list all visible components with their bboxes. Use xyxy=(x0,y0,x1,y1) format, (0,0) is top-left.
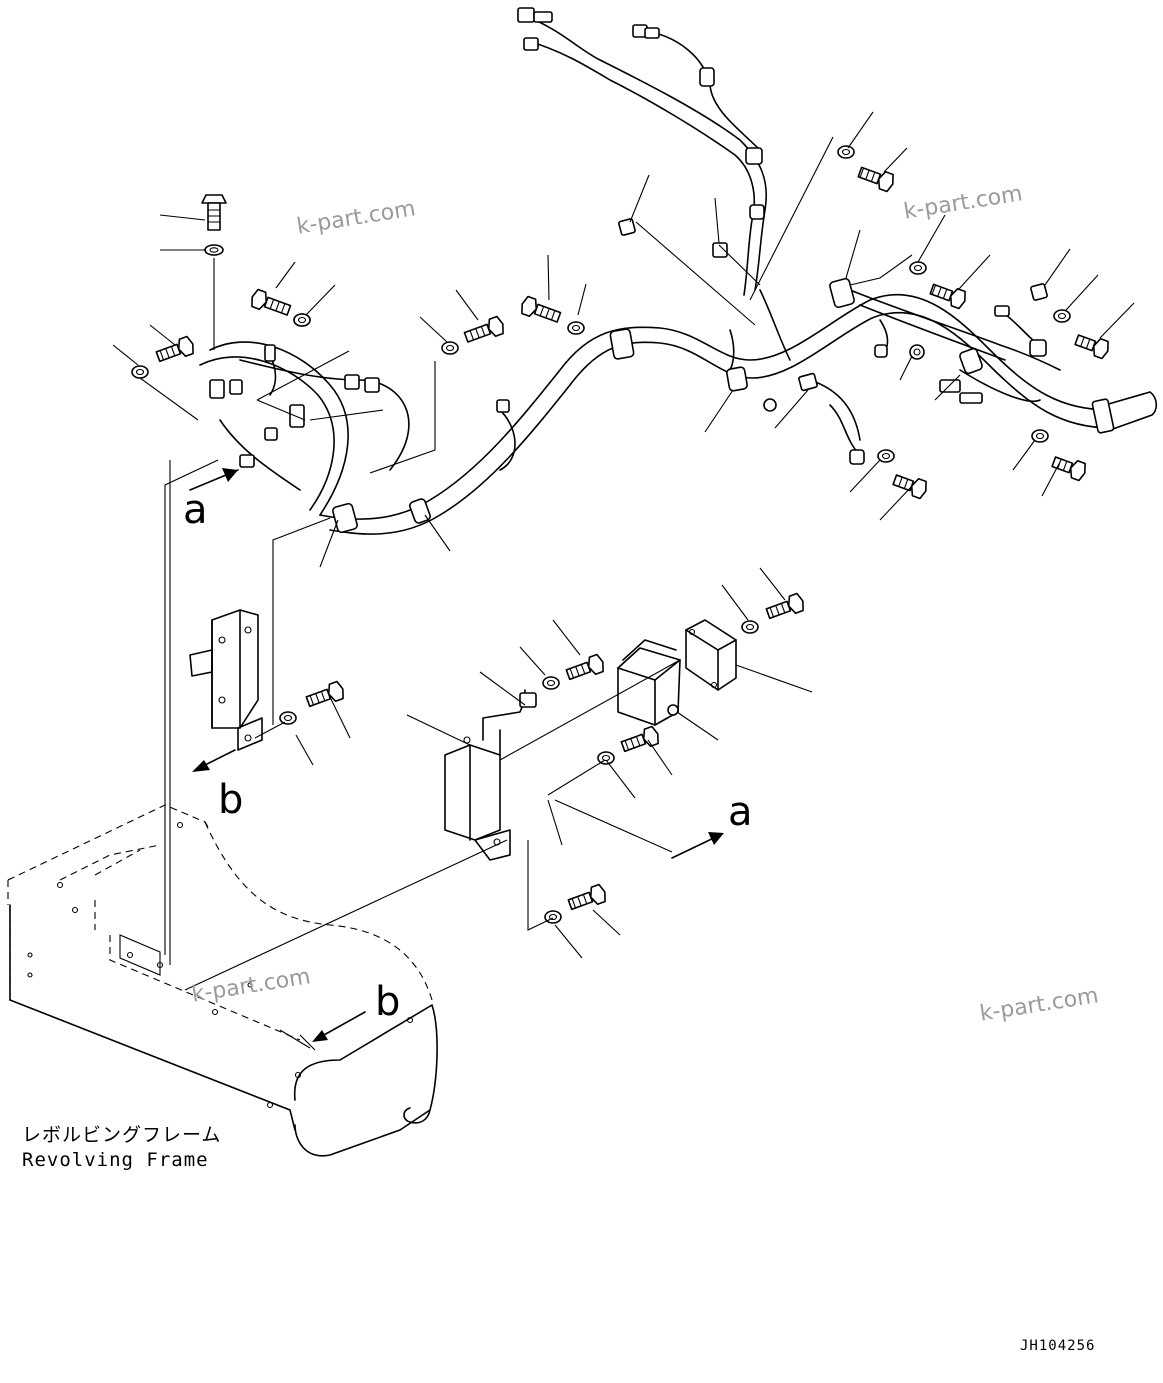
washer-icon xyxy=(441,341,459,355)
bolt-icon xyxy=(620,725,659,753)
washer-icon xyxy=(1031,429,1049,443)
bolt-icon xyxy=(892,474,927,500)
bolt-icon xyxy=(251,288,292,316)
washer-icon xyxy=(1053,309,1071,323)
frame-label-english: Revolving Frame xyxy=(22,1149,209,1171)
wiring-harness xyxy=(199,7,1158,535)
washer-icon xyxy=(597,751,615,765)
washer-icon xyxy=(131,365,149,379)
washer-icon xyxy=(837,145,855,159)
bolt-icon xyxy=(1074,334,1109,360)
bolt-icon xyxy=(765,592,804,620)
drawing-code: JH104256 xyxy=(1020,1338,1096,1354)
washer-icon xyxy=(741,620,759,634)
bolt-icon xyxy=(1051,456,1086,482)
washer-icon xyxy=(909,261,927,275)
leader-lines xyxy=(112,111,1135,991)
washer-icon xyxy=(542,676,560,690)
relay-box xyxy=(617,639,681,726)
bolt-icon xyxy=(929,283,966,310)
bolt-icon xyxy=(155,335,194,363)
bolt-icon xyxy=(565,653,604,681)
washer-icon xyxy=(567,321,585,335)
ref-label-b-left: b xyxy=(218,777,244,823)
reference-arrows xyxy=(189,468,724,1042)
revolving-frame xyxy=(7,804,438,1157)
frame-label-japanese: レボルビングフレーム xyxy=(22,1124,222,1146)
ref-label-a-right: a xyxy=(728,789,753,835)
washer-icon xyxy=(279,711,297,725)
bracket-center xyxy=(444,689,537,861)
ref-label-a-top: a xyxy=(183,487,208,533)
bracket-left xyxy=(189,609,263,751)
ref-label-b-frame: b xyxy=(375,979,401,1025)
bolt-icon xyxy=(463,315,504,343)
bolt-icon xyxy=(857,166,894,193)
bolt-icon xyxy=(521,295,562,323)
bolt-icon xyxy=(305,680,344,708)
washer-icon xyxy=(877,449,895,463)
controller-unit xyxy=(685,619,737,691)
bolts-and-washers xyxy=(131,145,1109,924)
washer-icon xyxy=(293,313,311,327)
bolt-icon xyxy=(567,883,606,911)
